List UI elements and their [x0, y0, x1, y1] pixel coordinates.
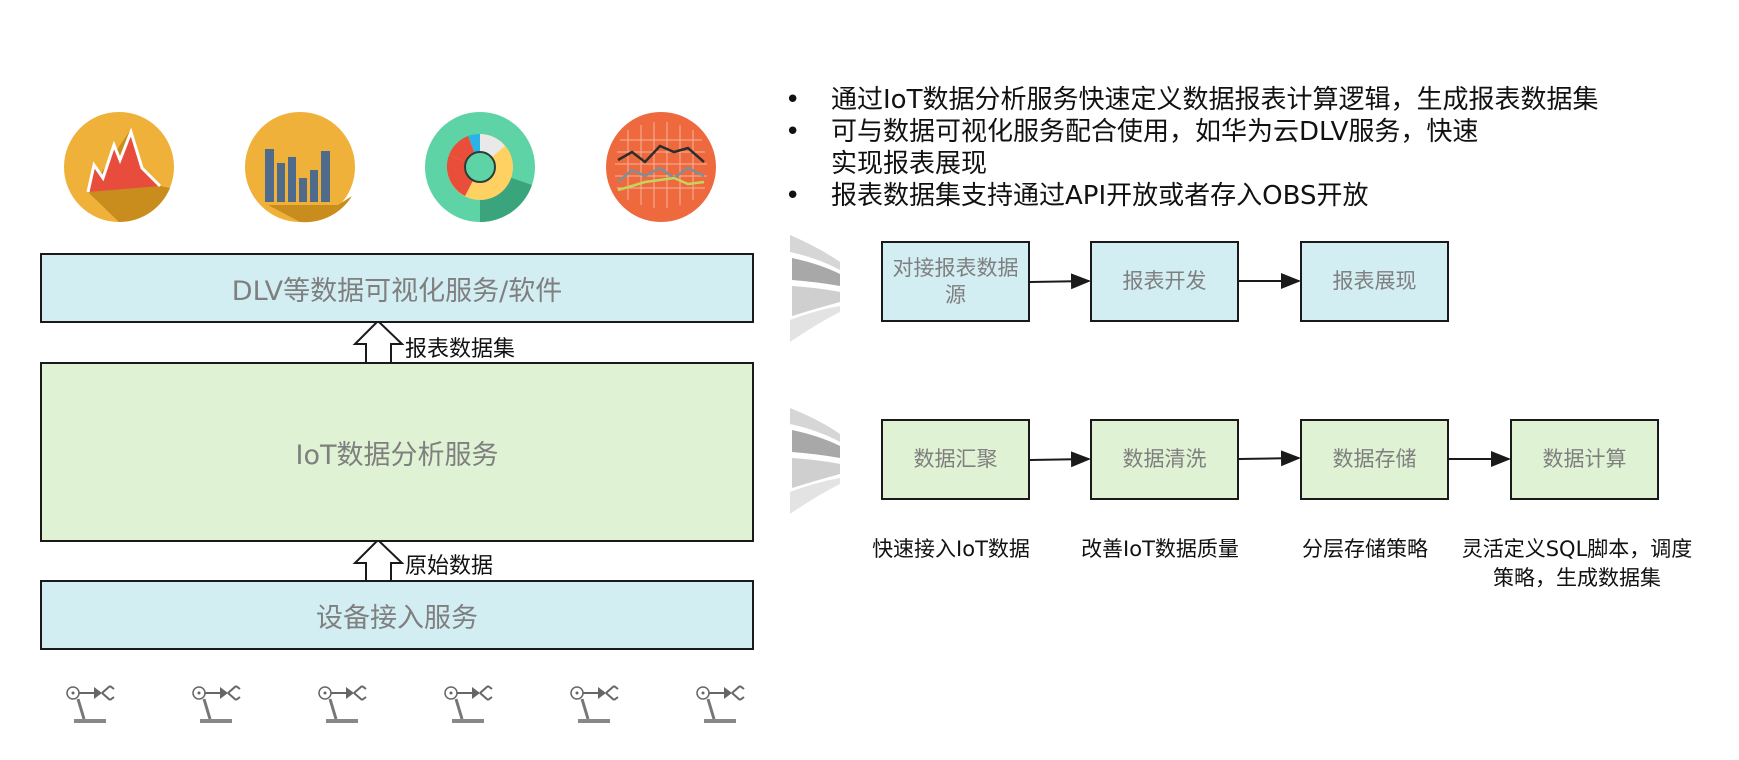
device-access-layer: 设备接入服务 [40, 580, 754, 650]
visualization-layer-label: DLV等数据可视化服务/软件 [231, 275, 563, 307]
up-arrow-top [352, 319, 405, 364]
raw-data-label: 原始数据 [405, 554, 494, 579]
iot-analytics-layer-label: IoT数据分析服务 [295, 439, 499, 471]
bullet-item: • 报表数据集支持通过API开放或者存入OBS开放 [785, 180, 1695, 212]
robot-arm-row [66, 685, 745, 723]
report-step-display: 报表展现 [1300, 241, 1449, 322]
report-step-label: 对接报表数据源 [892, 255, 1019, 307]
bullet-text: 可与数据可视化服务配合使用，如华为云DLV服务，快速实现报表展现 [831, 117, 1479, 179]
bullet-text: 通过IoT数据分析服务快速定义数据报表计算逻辑，生成报表数据集 [831, 85, 1599, 115]
report-step-label: 报表开发 [1122, 269, 1207, 293]
data-step-clean: 数据清洗 [1090, 419, 1239, 500]
data-step-store: 数据存储 [1300, 419, 1449, 500]
bullet-dot: • [785, 181, 801, 211]
bar-chart-icon [245, 112, 355, 223]
report-dataset-label: 报表数据集 [405, 337, 516, 362]
robot-arm-icon [696, 685, 745, 723]
flow-arrow-3 [1029, 451, 1091, 468]
feature-bullets: • 通过IoT数据分析服务快速定义数据报表计算逻辑，生成报表数据集 • 可与数据可视… [785, 84, 1695, 212]
report-step-develop: 报表开发 [1090, 241, 1239, 322]
fan-connector-bottom [790, 408, 840, 514]
iot-analytics-layer: IoT数据分析服务 [40, 362, 754, 542]
robot-arm-icon [318, 685, 367, 723]
visualization-layer: DLV等数据可视化服务/软件 [40, 253, 754, 323]
data-step-desc-store: 分层存储策略 [1302, 537, 1428, 561]
robot-arm-icon [444, 685, 493, 723]
data-step-label: 数据清洗 [1122, 447, 1207, 471]
robot-arm-icon [570, 685, 619, 723]
data-step-compute: 数据计算 [1510, 419, 1659, 500]
report-step-label: 报表展现 [1332, 269, 1417, 293]
robot-arm-icon [192, 685, 241, 723]
data-step-aggregate: 数据汇聚 [881, 419, 1030, 500]
line-chart-icon [606, 112, 716, 222]
device-access-layer-label: 设备接入服务 [316, 602, 478, 634]
data-step-desc-aggregate: 快速接入IoT数据 [872, 537, 1030, 561]
fan-connector-top [790, 235, 840, 342]
bullet-dot: • [785, 117, 801, 147]
bullet-dot: • [785, 85, 801, 115]
data-step-desc-clean: 改善IoT数据质量 [1081, 537, 1239, 561]
data-step-label: 数据计算 [1542, 447, 1627, 471]
flow-arrow-1 [1029, 273, 1091, 290]
area-chart-icon [64, 112, 174, 223]
bullet-item: • 可与数据可视化服务配合使用，如华为云DLV服务，快速实现报表展现 [785, 116, 1695, 180]
report-step-datasource: 对接报表数据源 [881, 241, 1030, 322]
data-step-label: 数据汇聚 [913, 447, 998, 471]
data-step-desc-compute: 灵活定义SQL脚本，调度策略，生成数据集 [1461, 537, 1693, 590]
up-arrow-bottom [352, 538, 405, 582]
bullet-item: • 通过IoT数据分析服务快速定义数据报表计算逻辑，生成报表数据集 [785, 84, 1695, 116]
robot-arm-icon [66, 685, 115, 723]
flow-arrow-4 [1238, 450, 1301, 467]
data-step-label: 数据存储 [1332, 447, 1417, 471]
bullet-text: 报表数据集支持通过API开放或者存入OBS开放 [831, 181, 1369, 211]
donut-chart-icon [425, 112, 535, 222]
